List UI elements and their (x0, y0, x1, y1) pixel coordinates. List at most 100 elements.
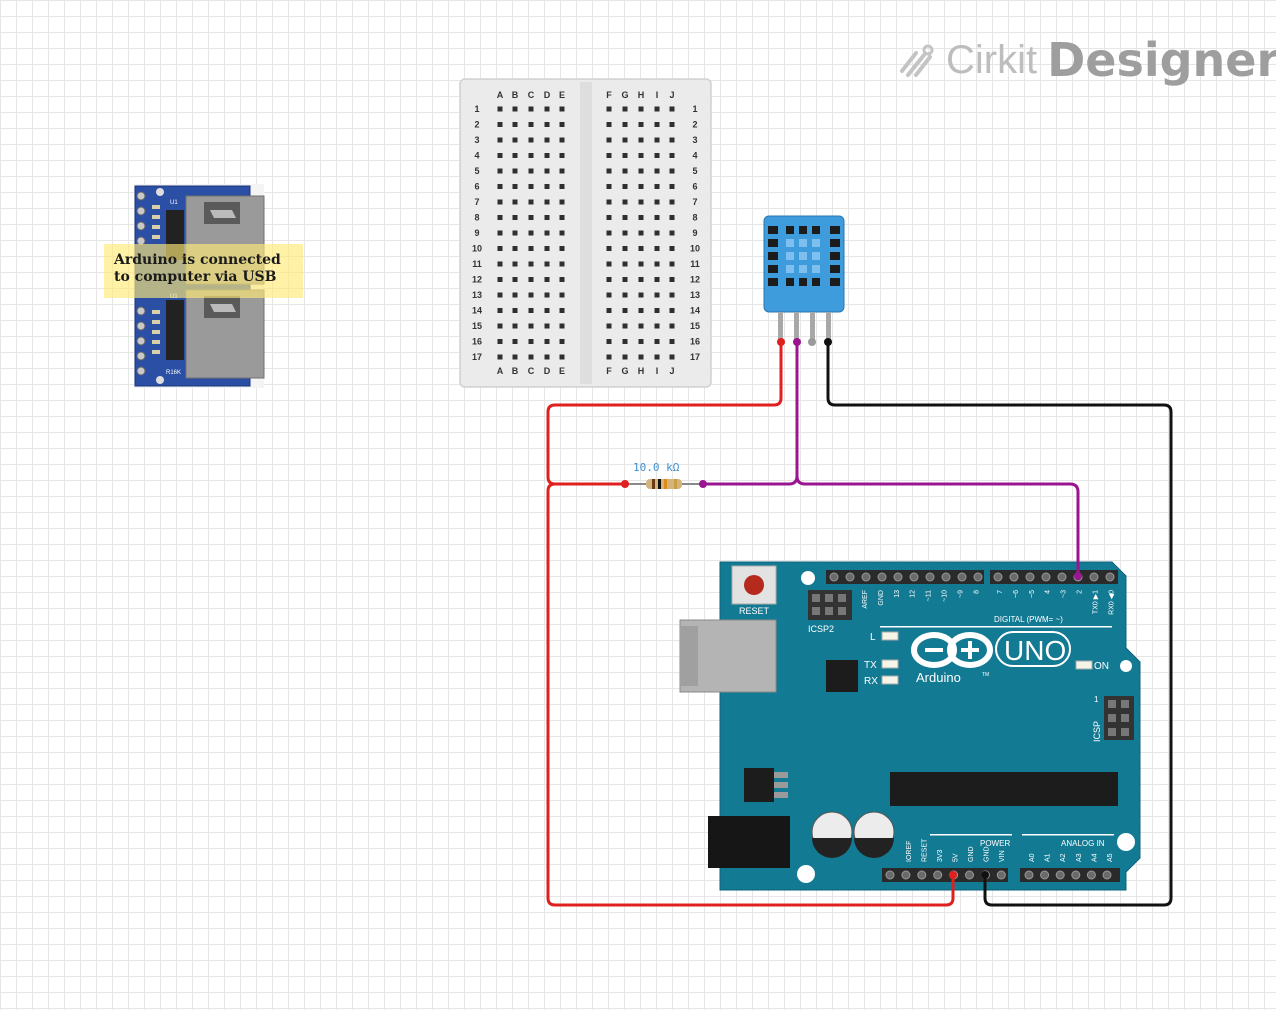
resistor-10k[interactable] (625, 479, 703, 489)
breadboard-hole[interactable] (528, 199, 534, 205)
breadboard-hole[interactable] (497, 106, 503, 112)
breadboard-hole[interactable] (497, 215, 503, 220)
breadboard-hole[interactable] (606, 261, 612, 267)
reset-button[interactable] (731, 565, 777, 605)
breadboard-hole[interactable] (528, 168, 534, 174)
breadboard-hole[interactable] (528, 122, 534, 127)
breadboard-hole[interactable] (638, 168, 644, 174)
breadboard-hole[interactable] (512, 122, 518, 127)
dht11-sensor[interactable] (763, 215, 845, 342)
breadboard-hole[interactable] (654, 354, 660, 360)
breadboard-hole[interactable] (544, 137, 550, 143)
breadboard-hole[interactable] (638, 292, 644, 298)
breadboard-hole[interactable] (497, 292, 503, 298)
breadboard-hole[interactable] (559, 339, 565, 344)
breadboard-hole[interactable] (559, 122, 565, 127)
breadboard-hole[interactable] (622, 292, 628, 298)
breadboard-hole[interactable] (559, 153, 565, 158)
breadboard-hole[interactable] (528, 261, 534, 267)
breadboard-hole[interactable] (606, 277, 612, 282)
breadboard-hole[interactable] (654, 168, 660, 174)
breadboard-hole[interactable] (654, 246, 660, 251)
breadboard-hole[interactable] (654, 215, 660, 220)
breadboard-hole[interactable] (606, 199, 612, 205)
breadboard-hole[interactable] (669, 106, 675, 112)
breadboard-hole[interactable] (497, 168, 503, 174)
breadboard-hole[interactable] (512, 354, 518, 360)
breadboard-hole[interactable] (622, 137, 628, 143)
breadboard-hole[interactable] (638, 354, 644, 360)
breadboard-hole[interactable] (544, 184, 550, 189)
breadboard-hole[interactable] (497, 246, 503, 251)
breadboard-hole[interactable] (669, 122, 675, 127)
breadboard-hole[interactable] (512, 323, 518, 329)
breadboard-hole[interactable] (638, 323, 644, 329)
breadboard-hole[interactable] (512, 106, 518, 112)
breadboard-hole[interactable] (622, 199, 628, 205)
breadboard-hole[interactable] (512, 261, 518, 267)
breadboard-hole[interactable] (638, 199, 644, 205)
sticky-note[interactable]: Arduino is connected to computer via USB (104, 244, 303, 298)
breadboard-hole[interactable] (638, 308, 644, 313)
breadboard-hole[interactable] (512, 137, 518, 143)
breadboard-hole[interactable] (544, 277, 550, 282)
breadboard-hole[interactable] (669, 184, 675, 189)
breadboard-hole[interactable] (544, 261, 550, 267)
breadboard-hole[interactable] (544, 199, 550, 205)
breadboard-hole[interactable] (528, 246, 534, 251)
breadboard-hole[interactable] (528, 215, 534, 220)
breadboard-hole[interactable] (654, 277, 660, 282)
breadboard-hole[interactable] (528, 308, 534, 313)
breadboard-hole[interactable] (544, 354, 550, 360)
breadboard-hole[interactable] (559, 292, 565, 298)
breadboard-hole[interactable] (669, 215, 675, 220)
breadboard-hole[interactable] (622, 323, 628, 329)
breadboard-hole[interactable] (669, 308, 675, 313)
arduino-uno-board[interactable]: RESET ICSP2 ICSP 1 L TX RX ON UNO Arduin… (679, 561, 1141, 891)
breadboard-hole[interactable] (512, 277, 518, 282)
breadboard-hole[interactable] (544, 292, 550, 298)
breadboard-hole[interactable] (622, 122, 628, 127)
breadboard-hole[interactable] (497, 323, 503, 329)
breadboard-hole[interactable] (559, 184, 565, 189)
breadboard-hole[interactable] (559, 308, 565, 313)
breadboard-hole[interactable] (622, 354, 628, 360)
breadboard-hole[interactable] (606, 122, 612, 127)
breadboard-hole[interactable] (606, 215, 612, 220)
breadboard-hole[interactable] (654, 339, 660, 344)
breadboard-hole[interactable] (654, 153, 660, 158)
breadboard-hole[interactable] (559, 199, 565, 205)
breadboard-hole[interactable] (622, 168, 628, 174)
breadboard-hole[interactable] (669, 277, 675, 282)
breadboard-hole[interactable] (638, 246, 644, 251)
breadboard-hole[interactable] (512, 153, 518, 158)
breadboard-hole[interactable] (512, 215, 518, 220)
breadboard-hole[interactable] (669, 230, 675, 236)
breadboard-hole[interactable] (638, 215, 644, 220)
breadboard-hole[interactable] (669, 261, 675, 267)
breadboard-hole[interactable] (528, 292, 534, 298)
breadboard-hole[interactable] (512, 184, 518, 189)
breadboard-hole[interactable] (512, 246, 518, 251)
breadboard-hole[interactable] (654, 261, 660, 267)
breadboard-hole[interactable] (528, 277, 534, 282)
breadboard-hole[interactable] (638, 122, 644, 127)
breadboard-hole[interactable] (654, 199, 660, 205)
breadboard-hole[interactable] (544, 323, 550, 329)
breadboard-hole[interactable] (669, 168, 675, 174)
breadboard-hole[interactable] (528, 323, 534, 329)
breadboard-hole[interactable] (606, 137, 612, 143)
breadboard-hole[interactable] (544, 230, 550, 236)
breadboard-hole[interactable] (606, 246, 612, 251)
breadboard-hole[interactable] (559, 246, 565, 251)
breadboard-hole[interactable] (606, 292, 612, 298)
breadboard-hole[interactable] (622, 153, 628, 158)
breadboard-hole[interactable] (606, 106, 612, 112)
breadboard-hole[interactable] (606, 184, 612, 189)
breadboard-hole[interactable] (669, 323, 675, 329)
breadboard-hole[interactable] (544, 122, 550, 127)
breadboard-hole[interactable] (528, 137, 534, 143)
breadboard-hole[interactable] (497, 354, 503, 360)
breadboard-hole[interactable] (512, 308, 518, 313)
